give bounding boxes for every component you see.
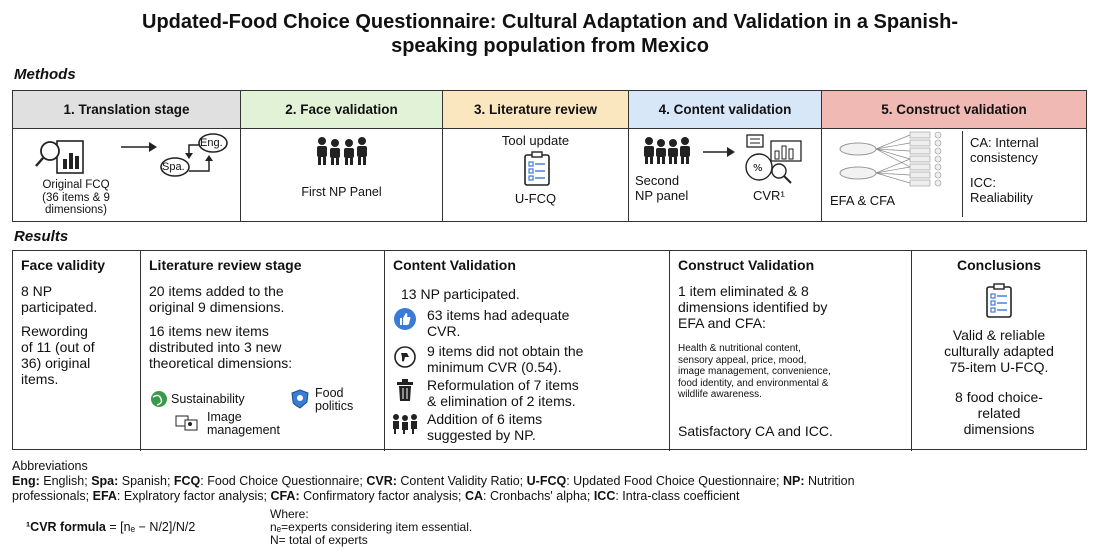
second-np-panel-label: Second NP panel bbox=[635, 173, 689, 203]
content-item-3: Reformulation of 7 items& elimination of… bbox=[427, 377, 579, 409]
conclusions-header: Conclusions bbox=[956, 257, 1041, 273]
spa-label: Spa. bbox=[162, 161, 185, 173]
factor-diagram-icon bbox=[839, 131, 942, 187]
face-validity-header: Face validity bbox=[21, 257, 106, 273]
literature-review-header: Literature review stage bbox=[149, 257, 302, 273]
construct-p2: Satisfactory CA and ICC. bbox=[678, 423, 833, 439]
formula-where: Where: nₑ=experts considering item essen… bbox=[270, 507, 473, 547]
construct-dimensions: Health & nutritional content,sensory app… bbox=[678, 343, 831, 400]
result-content-validation: Content Validation 13 NP participated. 6… bbox=[385, 251, 670, 451]
cell-construct-validation: EFA & CFA CA: Internal consistency ICC: … bbox=[822, 129, 1086, 221]
cvr-label: CVR¹ bbox=[753, 188, 785, 203]
people-group-icon bbox=[393, 414, 417, 434]
cell-face-validation: First NP Panel bbox=[241, 129, 443, 221]
abbreviations-heading: Abbreviations bbox=[12, 459, 88, 473]
results-label: Results bbox=[14, 228, 69, 245]
result-construct-validation: Construct Validation 1 item eliminated &… bbox=[670, 251, 912, 451]
header-content-validation: 4. Content validation bbox=[629, 91, 822, 129]
page-title: Updated-Food Choice Questionnaire: Cultu… bbox=[0, 10, 1100, 58]
header-literature-review: 3. Literature review bbox=[443, 91, 629, 129]
document-search-icon bbox=[35, 140, 84, 174]
methods-label: Methods bbox=[14, 66, 76, 83]
thumbs-down-icon bbox=[394, 346, 416, 368]
abbreviations-line-1: Eng: English; Spa: Spanish; FCQ: Food Ch… bbox=[12, 474, 855, 488]
abbreviations-line-2: professionals; EFA: Explratory factor an… bbox=[12, 489, 740, 503]
shield-badge-icon bbox=[291, 389, 309, 409]
analysis-chart-icon: % bbox=[745, 134, 802, 184]
header-face-validation: 2. Face validation bbox=[241, 91, 443, 129]
abbreviations: Abbreviations Eng: English; Spa: Spanish… bbox=[12, 459, 1092, 504]
construct-validation-header: Construct Validation bbox=[678, 257, 815, 273]
icc-label: ICC: Realiability bbox=[970, 175, 1033, 205]
image-frames-icon bbox=[175, 415, 198, 431]
eng-label: Eng. bbox=[200, 137, 223, 149]
arrow-right-icon bbox=[703, 147, 735, 157]
translation-caption: Original FCQ (36 items & 9 dimensions) bbox=[42, 179, 110, 216]
content-validation-header: Content Validation bbox=[393, 257, 516, 273]
construct-divider bbox=[962, 131, 963, 217]
cvr-formula: ¹CVR formula = [nₑ − N/2]/N/2 bbox=[26, 520, 196, 534]
clipboard-list-icon bbox=[524, 151, 550, 186]
svg-text:%: % bbox=[753, 163, 763, 174]
result-literature-review: Literature review stage 20 items added t… bbox=[141, 251, 385, 451]
people-group-icon bbox=[644, 137, 690, 164]
cell-content-validation: % Second NP panel CVR¹ bbox=[629, 129, 822, 221]
face-caption: First NP Panel bbox=[301, 185, 382, 199]
ca-label: CA: Internal consistency bbox=[970, 135, 1039, 165]
header-translation: 1. Translation stage bbox=[13, 91, 241, 129]
translate-bubbles-icon bbox=[160, 133, 228, 177]
earth-recycle-icon bbox=[151, 391, 167, 407]
content-p1: 13 NP participated. bbox=[401, 286, 520, 302]
tool-update-label: Tool update bbox=[501, 133, 570, 148]
u-fcq-label: U-FCQ bbox=[514, 191, 557, 206]
trash-icon bbox=[397, 379, 413, 401]
efa-cfa-label: EFA & CFA bbox=[830, 193, 896, 208]
arrow-right-icon bbox=[121, 142, 157, 152]
clipboard-list-icon bbox=[986, 283, 1012, 318]
cell-translation: Eng. Spa. Original FCQ (36 items & 9 dim… bbox=[13, 129, 241, 221]
people-group-icon bbox=[317, 137, 367, 165]
title-line-1: Updated-Food Choice Questionnaire: Cultu… bbox=[142, 11, 958, 33]
methods-table: 1. Translation stage 2. Face validation … bbox=[12, 90, 1087, 222]
thumbs-up-icon bbox=[394, 308, 416, 330]
header-construct-validation: 5. Construct validation bbox=[822, 91, 1086, 129]
title-line-2: speaking population from Mexico bbox=[391, 35, 709, 57]
sustainability-label: Sustainability bbox=[171, 392, 245, 406]
cell-literature-review: Tool update U-FCQ bbox=[443, 129, 629, 221]
